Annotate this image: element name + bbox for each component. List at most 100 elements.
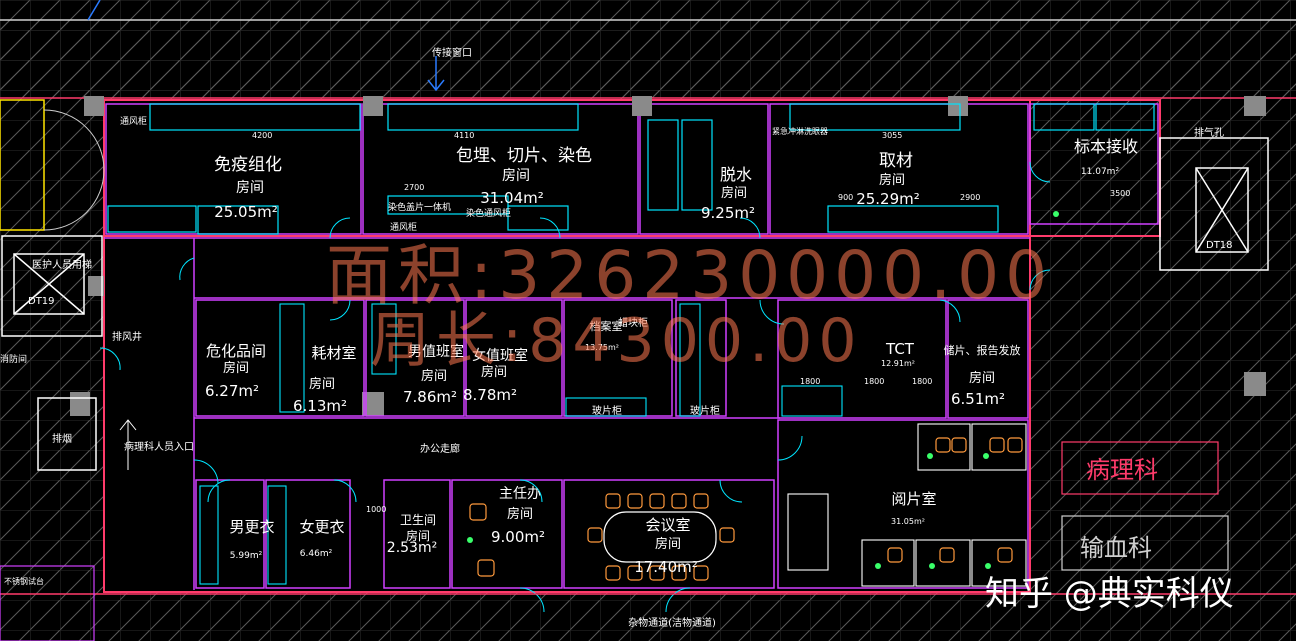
green-dots <box>467 211 1059 569</box>
label-immuno: 免疫组化 <box>214 155 282 175</box>
svg-text:13.75m²: 13.75m² <box>585 343 619 352</box>
svg-text:标本接收: 标本接收 <box>1074 137 1138 156</box>
brand-watermark: 知乎 @典实科仪 <box>985 574 1234 614</box>
svg-text:耗材室: 耗材室 <box>311 344 356 362</box>
legend-box-transfusion <box>1061 515 1229 571</box>
entry-arrow <box>119 419 137 470</box>
svg-text:办公走廊: 办公走廊 <box>420 442 460 455</box>
svg-text:31.05m²: 31.05m² <box>891 517 925 526</box>
dimensions: 4200 4110 2700 3055 900 2900 3500 1800 1… <box>252 131 1130 514</box>
svg-text:排烟: 排烟 <box>52 432 72 445</box>
reading-desks <box>787 423 1027 587</box>
svg-text:女更衣: 女更衣 <box>299 518 344 536</box>
svg-text:卫生间: 卫生间 <box>400 513 436 527</box>
svg-text:房间: 房间 <box>502 168 530 184</box>
cabinets <box>199 303 843 585</box>
svg-text:6.27m²: 6.27m² <box>205 382 259 400</box>
interior-walls <box>104 237 1030 590</box>
svg-text:6.46m²: 6.46m² <box>300 549 333 559</box>
svg-text:2900: 2900 <box>960 193 980 202</box>
svg-text:1000: 1000 <box>366 505 386 514</box>
svg-text:蜡块柜: 蜡块柜 <box>618 316 648 329</box>
svg-text:3055: 3055 <box>882 131 902 140</box>
svg-text:不锈钢试台: 不锈钢试台 <box>4 576 44 586</box>
svg-text:包埋、切片、染色: 包埋、切片、染色 <box>456 146 592 166</box>
svg-text:5.99m²: 5.99m² <box>230 551 263 561</box>
svg-text:危化品间: 危化品间 <box>206 342 266 360</box>
svg-text:12.91m²: 12.91m² <box>881 359 915 368</box>
svg-text:房间: 房间 <box>879 172 905 188</box>
svg-text:4110: 4110 <box>454 131 474 140</box>
svg-text:8.78m²: 8.78m² <box>463 386 517 404</box>
svg-text:4200: 4200 <box>252 131 272 140</box>
svg-text:900: 900 <box>838 193 853 202</box>
svg-text:1800: 1800 <box>864 377 884 386</box>
room-labels: 免疫组化 房间 25.05m² 包埋、切片、染色 房间 31.04m² 脱水 房… <box>205 137 1138 576</box>
svg-text:2.53m²: 2.53m² <box>387 540 437 556</box>
legend-pathology: 病理科 <box>1086 456 1158 484</box>
svg-text:6.13m²: 6.13m² <box>293 397 347 415</box>
svg-text:紧急冲淋洗眼器: 紧急冲淋洗眼器 <box>772 126 828 136</box>
svg-text:玻片柜: 玻片柜 <box>592 404 622 417</box>
benches <box>107 103 1155 235</box>
equipment-labels: 通风柜 染色盖片一体机 染色通风柜 通风柜 紧急冲淋洗眼器 蜡块柜 玻片柜 玻片… <box>0 46 1233 629</box>
meeting-table <box>603 511 717 563</box>
svg-text:房间: 房间 <box>721 185 747 201</box>
svg-text:排风井: 排风井 <box>112 330 142 343</box>
svg-text:通风柜: 通风柜 <box>120 115 147 127</box>
svg-text:染色盖片一体机: 染色盖片一体机 <box>388 201 451 213</box>
svg-text:房间: 房间 <box>421 368 447 384</box>
svg-text:通风柜: 通风柜 <box>390 221 417 233</box>
svg-text:染色通风柜: 染色通风柜 <box>466 207 511 219</box>
svg-text:主任办: 主任办 <box>499 486 541 502</box>
legend-box-pathology <box>1061 441 1219 495</box>
svg-text:消防间: 消防间 <box>0 353 27 365</box>
svg-text:档案室: 档案室 <box>590 319 623 333</box>
svg-text:男值班室: 男值班室 <box>408 343 464 360</box>
svg-text:31.04m²: 31.04m² <box>480 189 544 207</box>
svg-text:脱水: 脱水 <box>720 165 752 184</box>
legend-transfusion: 输血科 <box>1080 534 1152 562</box>
svg-text:房间: 房间 <box>507 506 533 522</box>
svg-text:会议室: 会议室 <box>645 516 690 534</box>
svg-text:TCT: TCT <box>885 340 915 358</box>
svg-text:25.29m²: 25.29m² <box>856 190 920 208</box>
svg-text:医护人员用梯: 医护人员用梯 <box>32 258 92 271</box>
elevator-left <box>1 235 103 471</box>
svg-text:男更衣: 男更衣 <box>229 518 274 536</box>
svg-text:17.40m²: 17.40m² <box>634 558 698 576</box>
building-interior <box>104 100 1030 592</box>
watermark-area: 面积:326230000.00 <box>326 237 1054 314</box>
svg-text:6.51m²: 6.51m² <box>951 390 1005 408</box>
svg-text:1800: 1800 <box>800 377 820 386</box>
elevator-right <box>1159 137 1269 271</box>
svg-text:传接窗口: 传接窗口 <box>432 46 472 59</box>
svg-text:房间: 房间 <box>406 528 430 543</box>
svg-text:阅片室: 阅片室 <box>891 490 936 508</box>
svg-text:女值班室: 女值班室 <box>472 347 528 364</box>
svg-text:25.05m²: 25.05m² <box>214 203 278 221</box>
svg-text:玻片柜: 玻片柜 <box>690 404 720 417</box>
svg-text:DT18: DT18 <box>1206 240 1233 251</box>
room-dehydrate[interactable] <box>639 103 769 235</box>
svg-text:DT19: DT19 <box>28 296 55 307</box>
svg-text:房间: 房间 <box>655 536 681 552</box>
svg-text:1800: 1800 <box>912 377 932 386</box>
svg-text:房间: 房间 <box>969 370 995 386</box>
svg-text:排气孔: 排气孔 <box>1194 126 1224 139</box>
stair-left <box>0 99 45 231</box>
svg-text:病理科人员入口: 病理科人员入口 <box>124 440 194 453</box>
svg-text:11.07m²: 11.07m² <box>1081 167 1120 177</box>
svg-text:3500: 3500 <box>1110 189 1130 198</box>
svg-text:9.25m²: 9.25m² <box>701 204 755 222</box>
svg-text:2700: 2700 <box>404 183 424 192</box>
top-band <box>0 20 1296 98</box>
svg-text:房间: 房间 <box>309 376 335 392</box>
svg-text:取材: 取材 <box>879 151 913 171</box>
meeting-chairs <box>469 437 1023 581</box>
watermark-perimeter: 周长:84300.00 <box>370 306 863 376</box>
svg-text:房间: 房间 <box>223 360 249 376</box>
svg-text:储片、报告发放: 储片、报告发放 <box>944 343 1021 357</box>
svg-text:房间: 房间 <box>236 180 264 196</box>
svg-text:杂物通道(洁物通道): 杂物通道(洁物通道) <box>628 616 716 629</box>
